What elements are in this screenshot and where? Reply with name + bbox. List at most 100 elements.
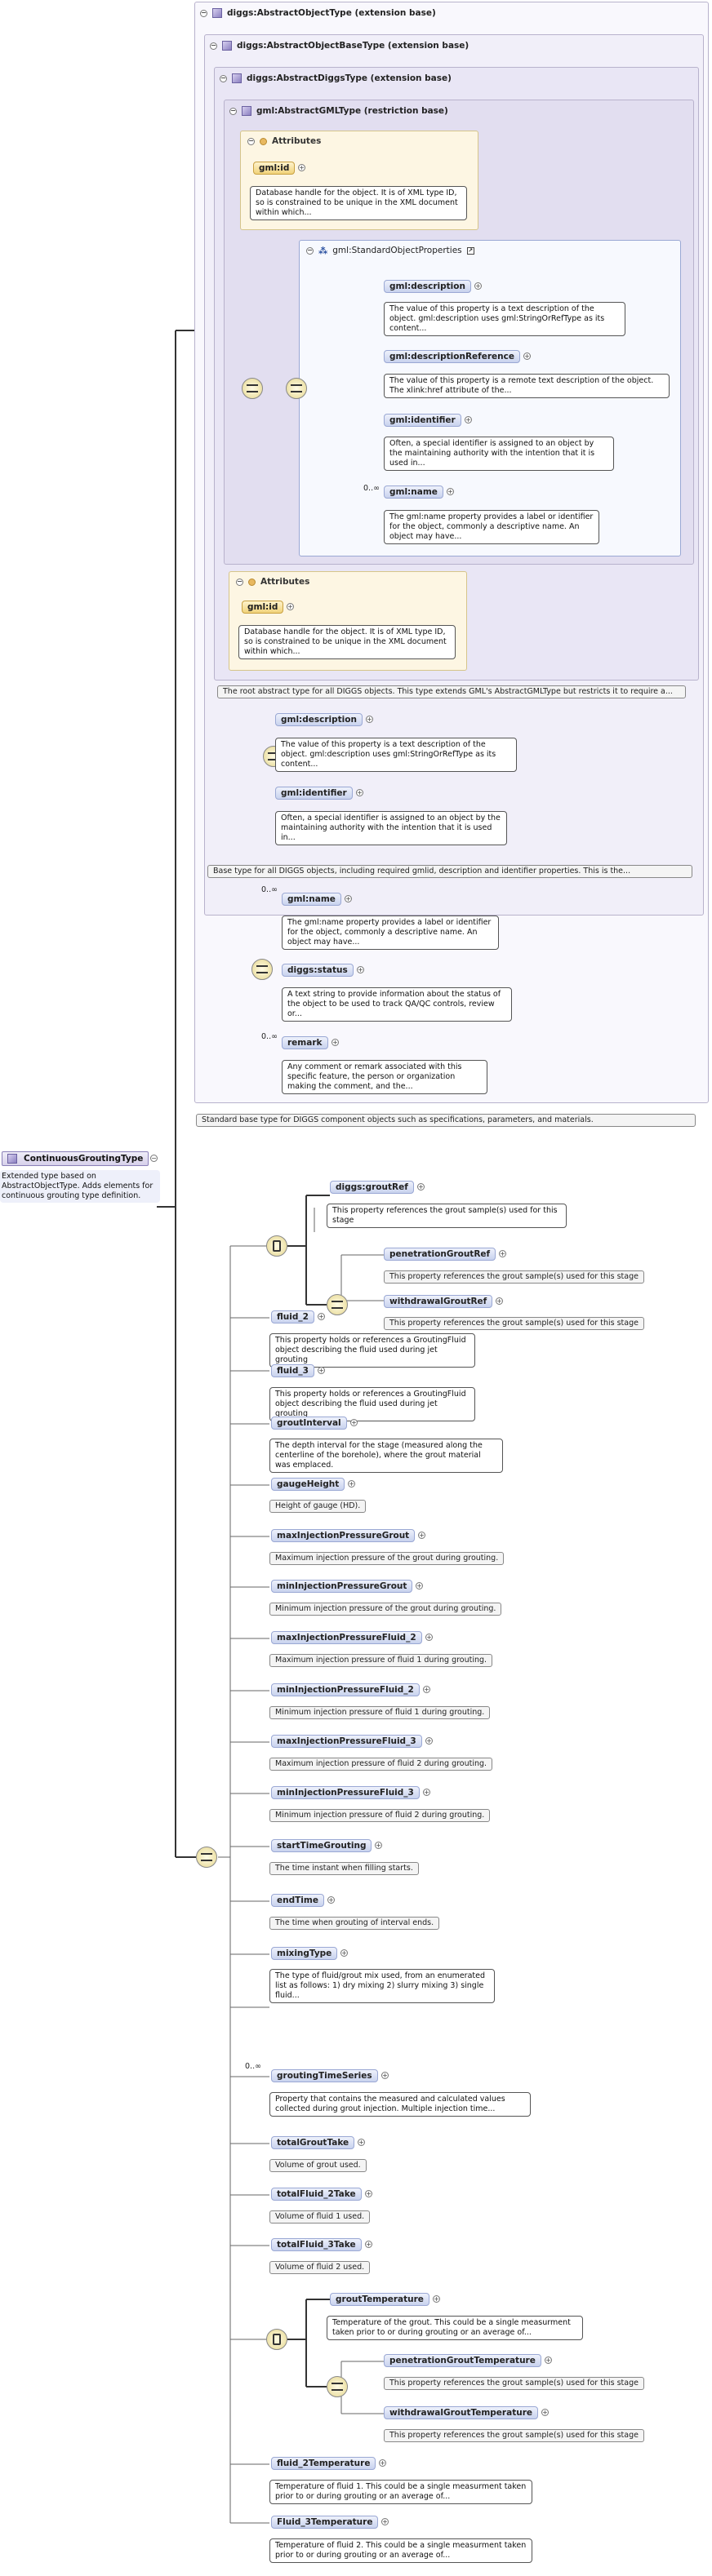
fluid-2-element[interactable]: fluid_2 [271, 1310, 314, 1323]
total-fluid-2-take-doc: Volume of fluid 1 used. [269, 2210, 371, 2224]
expand-icon[interactable]: + [327, 1895, 335, 1904]
expand-icon[interactable]: + [496, 1297, 503, 1305]
withdrawal-grout-ref-element[interactable]: withdrawalGroutRef [384, 1295, 493, 1308]
sequence-compositor-base[interactable] [251, 959, 273, 980]
withdrawal-grout-temperature-element[interactable]: withdrawalGroutTemperature [384, 2406, 538, 2419]
diggs-grout-ref-element[interactable]: diggs:groutRef [330, 1181, 414, 1194]
expand-icon[interactable]: + [318, 1366, 325, 1374]
expand-icon[interactable]: + [499, 1249, 506, 1257]
collapse-icon[interactable]: − [247, 137, 255, 145]
attribute-icon [248, 578, 256, 586]
base-gml-name-element[interactable]: gml:name [282, 893, 341, 906]
expand-icon[interactable]: + [465, 415, 472, 423]
gauge-height-element[interactable]: gaugeHeight [271, 1478, 345, 1491]
gml-name-element[interactable]: gml:name [384, 485, 443, 499]
root-type-box[interactable]: ContinuousGroutingType [2, 1151, 149, 1166]
diggs-gml-description-element[interactable]: gml:description [275, 713, 363, 726]
choice-compositor-grout[interactable] [266, 1235, 287, 1257]
expand-icon[interactable]: + [358, 2138, 365, 2146]
sequence-compositor-grout[interactable] [327, 1294, 348, 1315]
collapse-icon[interactable]: − [200, 9, 207, 17]
gml-identifier-element[interactable]: gml:identifier [384, 414, 461, 427]
start-time-grouting-element[interactable]: startTimeGrouting [271, 1839, 372, 1852]
expand-icon[interactable]: + [345, 894, 352, 902]
max-injection-pressure-grout-element[interactable]: maxInjectionPressureGrout [271, 1529, 416, 1542]
sequence-compositor-outer[interactable] [242, 378, 263, 399]
abstract-diggs-type-header[interactable]: − diggs:AbstractDiggsType (extension bas… [220, 72, 452, 85]
expand-icon[interactable]: + [433, 2294, 440, 2303]
gml-description-reference-doc: The value of this property is a remote t… [384, 374, 670, 398]
expand-icon[interactable]: + [423, 1685, 430, 1693]
penetration-grout-temperature-element[interactable]: penetrationGroutTemperature [384, 2354, 541, 2367]
expand-icon[interactable]: + [366, 715, 373, 723]
fluid-3-temperature-element[interactable]: Fluid_3Temperature [271, 2516, 379, 2529]
expand-icon[interactable]: + [340, 1949, 348, 1957]
collapse-icon[interactable]: − [210, 42, 217, 50]
total-fluid-3-take-element[interactable]: totalFluid_3Take [271, 2238, 362, 2251]
root-collapse-icon[interactable]: − [150, 1154, 158, 1162]
grout-temperature-element[interactable]: groutTemperature [330, 2293, 429, 2306]
expand-icon[interactable]: + [357, 965, 364, 973]
grout-interval-element[interactable]: groutInterval [271, 1417, 347, 1430]
diggs-status-element[interactable]: diggs:status [282, 964, 354, 977]
max-injection-pressure-fluid-3-element[interactable]: maxInjectionPressureFluid_3 [271, 1735, 422, 1748]
grouting-time-series-element[interactable]: groutingTimeSeries [271, 2069, 378, 2082]
expand-icon[interactable]: + [381, 2517, 389, 2525]
choice-compositor-temperature[interactable] [266, 2329, 287, 2350]
min-injection-pressure-fluid-2-element[interactable]: minInjectionPressureFluid_2 [271, 1683, 420, 1696]
min-injection-pressure-grout-element[interactable]: minInjectionPressureGrout [271, 1580, 413, 1593]
remark-element[interactable]: remark [282, 1036, 328, 1049]
expand-icon[interactable]: + [474, 282, 482, 290]
gml-description-doc: The value of this property is a text des… [384, 302, 625, 336]
expand-icon[interactable]: + [381, 2071, 389, 2079]
fluid-3-element[interactable]: fluid_3 [271, 1364, 314, 1377]
expand-icon[interactable]: + [375, 1841, 382, 1849]
sequence-compositor-main[interactable] [196, 1847, 217, 1868]
sequence-compositor-gml[interactable] [286, 378, 307, 399]
expand-icon[interactable]: + [417, 1182, 425, 1190]
expand-icon[interactable]: + [350, 1418, 358, 1426]
gml-description-reference-element[interactable]: gml:descriptionReference [384, 350, 520, 363]
expand-icon[interactable]: + [287, 602, 294, 610]
gml-id-attribute[interactable]: gml:id [253, 162, 296, 175]
sequence-compositor-temperature[interactable] [327, 2376, 348, 2397]
expand-icon[interactable]: + [425, 1736, 433, 1745]
collapse-icon[interactable]: − [236, 578, 243, 586]
expand-icon[interactable]: + [416, 1581, 423, 1589]
expand-icon[interactable]: + [318, 1312, 325, 1320]
penetration-grout-ref-element[interactable]: penetrationGroutRef [384, 1248, 496, 1261]
total-grout-take-element[interactable]: totalGroutTake [271, 2136, 355, 2149]
mixing-type-element[interactable]: mixingType [271, 1947, 338, 1960]
total-fluid-2-take-element[interactable]: totalFluid_2Take [271, 2188, 362, 2201]
collapse-icon[interactable]: − [229, 107, 237, 115]
expand-icon[interactable]: + [379, 2459, 386, 2467]
abstract-gml-type-header[interactable]: − gml:AbstractGMLType (restriction base) [229, 104, 448, 117]
max-injection-pressure-fluid-2-element[interactable]: maxInjectionPressureFluid_2 [271, 1631, 422, 1644]
collapse-icon[interactable]: − [306, 246, 314, 255]
expand-icon[interactable]: + [332, 1038, 339, 1046]
diggs-gml-id-attribute[interactable]: gml:id [242, 601, 284, 614]
min-injection-pressure-fluid-3-doc: Minimum injection pressure of fluid 2 du… [269, 1809, 491, 1822]
reference-link-icon[interactable]: ↗ [466, 246, 474, 255]
fluid-2-temperature-element[interactable]: fluid_2Temperature [271, 2457, 376, 2470]
diggs-gml-identifier-element[interactable]: gml:identifier [275, 787, 353, 800]
expand-icon[interactable]: + [541, 2408, 549, 2416]
expand-icon[interactable]: + [418, 1531, 425, 1539]
abstract-object-base-type-header[interactable]: − diggs:AbstractObjectBaseType (extensio… [210, 39, 469, 52]
end-time-element[interactable]: endTime [271, 1894, 324, 1907]
expand-icon[interactable]: + [423, 1788, 430, 1796]
expand-icon[interactable]: + [356, 788, 363, 796]
expand-icon[interactable]: + [447, 487, 454, 495]
expand-icon[interactable]: + [523, 352, 531, 360]
expand-icon[interactable]: + [348, 1479, 355, 1488]
collapse-icon[interactable]: − [220, 74, 227, 82]
expand-icon[interactable]: + [545, 2356, 552, 2364]
choice-icon [273, 2334, 281, 2345]
expand-icon[interactable]: + [298, 163, 305, 171]
expand-icon[interactable]: + [365, 2240, 372, 2248]
min-injection-pressure-fluid-3-element[interactable]: minInjectionPressureFluid_3 [271, 1786, 420, 1799]
gml-description-element[interactable]: gml:description [384, 280, 471, 293]
abstract-object-type-header[interactable]: − diggs:AbstractObjectType (extension ba… [200, 7, 436, 20]
expand-icon[interactable]: + [425, 1633, 433, 1641]
expand-icon[interactable]: + [365, 2189, 372, 2197]
